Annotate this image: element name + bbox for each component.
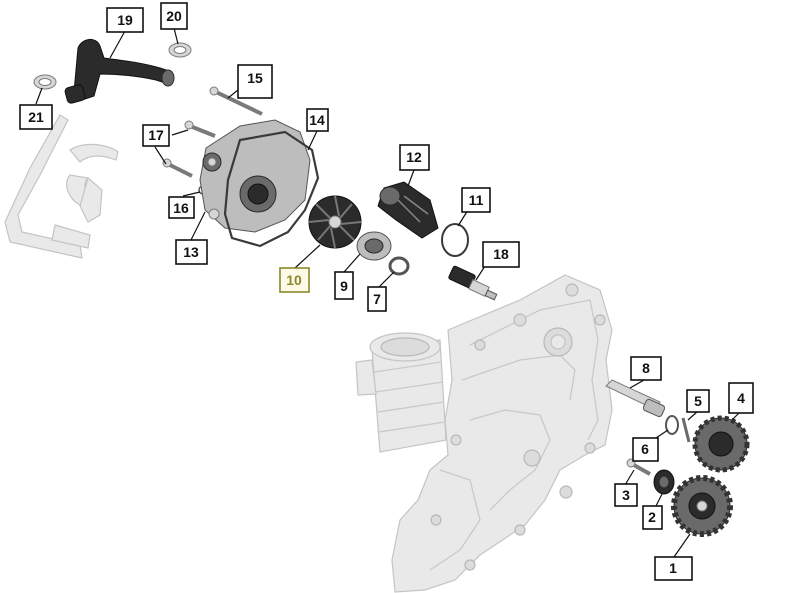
small-clamp-part-icon	[33, 74, 57, 90]
svg-text:6: 6	[641, 441, 649, 457]
pump-housing-part-icon	[199, 119, 311, 233]
spacer-2-part-icon	[653, 469, 675, 495]
svg-text:7: 7	[373, 291, 381, 307]
hose-clamp-part-icon	[168, 42, 192, 58]
callout-17: 17	[142, 124, 170, 147]
svg-text:2: 2	[648, 509, 656, 525]
temp-sensor-part-icon	[448, 265, 498, 301]
callout-7: 7	[367, 286, 387, 312]
svg-text:8: 8	[642, 360, 650, 376]
callout-4: 4	[728, 382, 754, 414]
washer-6-part-icon	[665, 415, 679, 435]
svg-text:14: 14	[309, 112, 325, 128]
coolant-fitting-part-icon	[377, 181, 439, 239]
bolt-15-part-icon	[209, 86, 263, 116]
oring-7-part-icon	[388, 256, 410, 276]
callout-16: 16	[168, 196, 195, 219]
callout-3: 3	[614, 483, 638, 507]
seal-9-part-icon	[356, 231, 392, 261]
coolant-pipe-ghost-icon	[4, 114, 119, 259]
callout-12: 12	[399, 144, 430, 171]
callout-6: 6	[632, 437, 659, 462]
callout-15: 15	[237, 64, 273, 99]
leader-lines	[35, 27, 742, 558]
svg-text:3: 3	[622, 487, 630, 503]
shaft-8-part-icon	[605, 379, 666, 418]
bolts-17-part-icon	[162, 120, 216, 178]
svg-text:15: 15	[247, 70, 263, 86]
callout-13: 13	[175, 239, 208, 265]
callout-19: 19	[106, 7, 144, 33]
oil-filter-ghost-icon	[355, 332, 447, 453]
svg-text:10: 10	[286, 272, 302, 288]
gear-4-part-icon	[692, 415, 750, 473]
pin-5-part-icon	[681, 417, 691, 443]
oring-11-part-icon	[441, 223, 469, 257]
svg-text:4: 4	[737, 390, 745, 406]
callout-8: 8	[630, 356, 662, 381]
hose-part-icon	[64, 39, 175, 104]
gear-1-part-icon	[671, 475, 733, 537]
svg-text:21: 21	[28, 109, 44, 125]
svg-text:1: 1	[669, 560, 677, 576]
svg-text:5: 5	[694, 393, 702, 409]
callout-9: 9	[334, 271, 354, 300]
svg-text:20: 20	[166, 8, 182, 24]
callout-5: 5	[686, 389, 710, 413]
callout-21: 21	[19, 104, 53, 130]
engine-cover-ghost-icon	[391, 274, 613, 593]
svg-text:9: 9	[340, 278, 348, 294]
svg-text:17: 17	[148, 127, 164, 143]
svg-text:12: 12	[406, 149, 422, 165]
callout-20: 20	[160, 2, 188, 30]
callout-2: 2	[642, 505, 663, 530]
callout-14: 14	[306, 108, 329, 132]
callout-11: 11	[461, 187, 491, 213]
gasket-14-part-icon	[223, 130, 320, 248]
callout-10: 10	[279, 267, 310, 293]
svg-text:19: 19	[117, 12, 133, 28]
callout-1: 1	[654, 556, 693, 581]
svg-text:16: 16	[173, 200, 189, 216]
svg-text:18: 18	[493, 246, 509, 262]
svg-text:13: 13	[183, 244, 199, 260]
svg-text:11: 11	[469, 192, 484, 208]
impeller-part-icon	[308, 195, 362, 249]
callout-18: 18	[482, 241, 520, 268]
